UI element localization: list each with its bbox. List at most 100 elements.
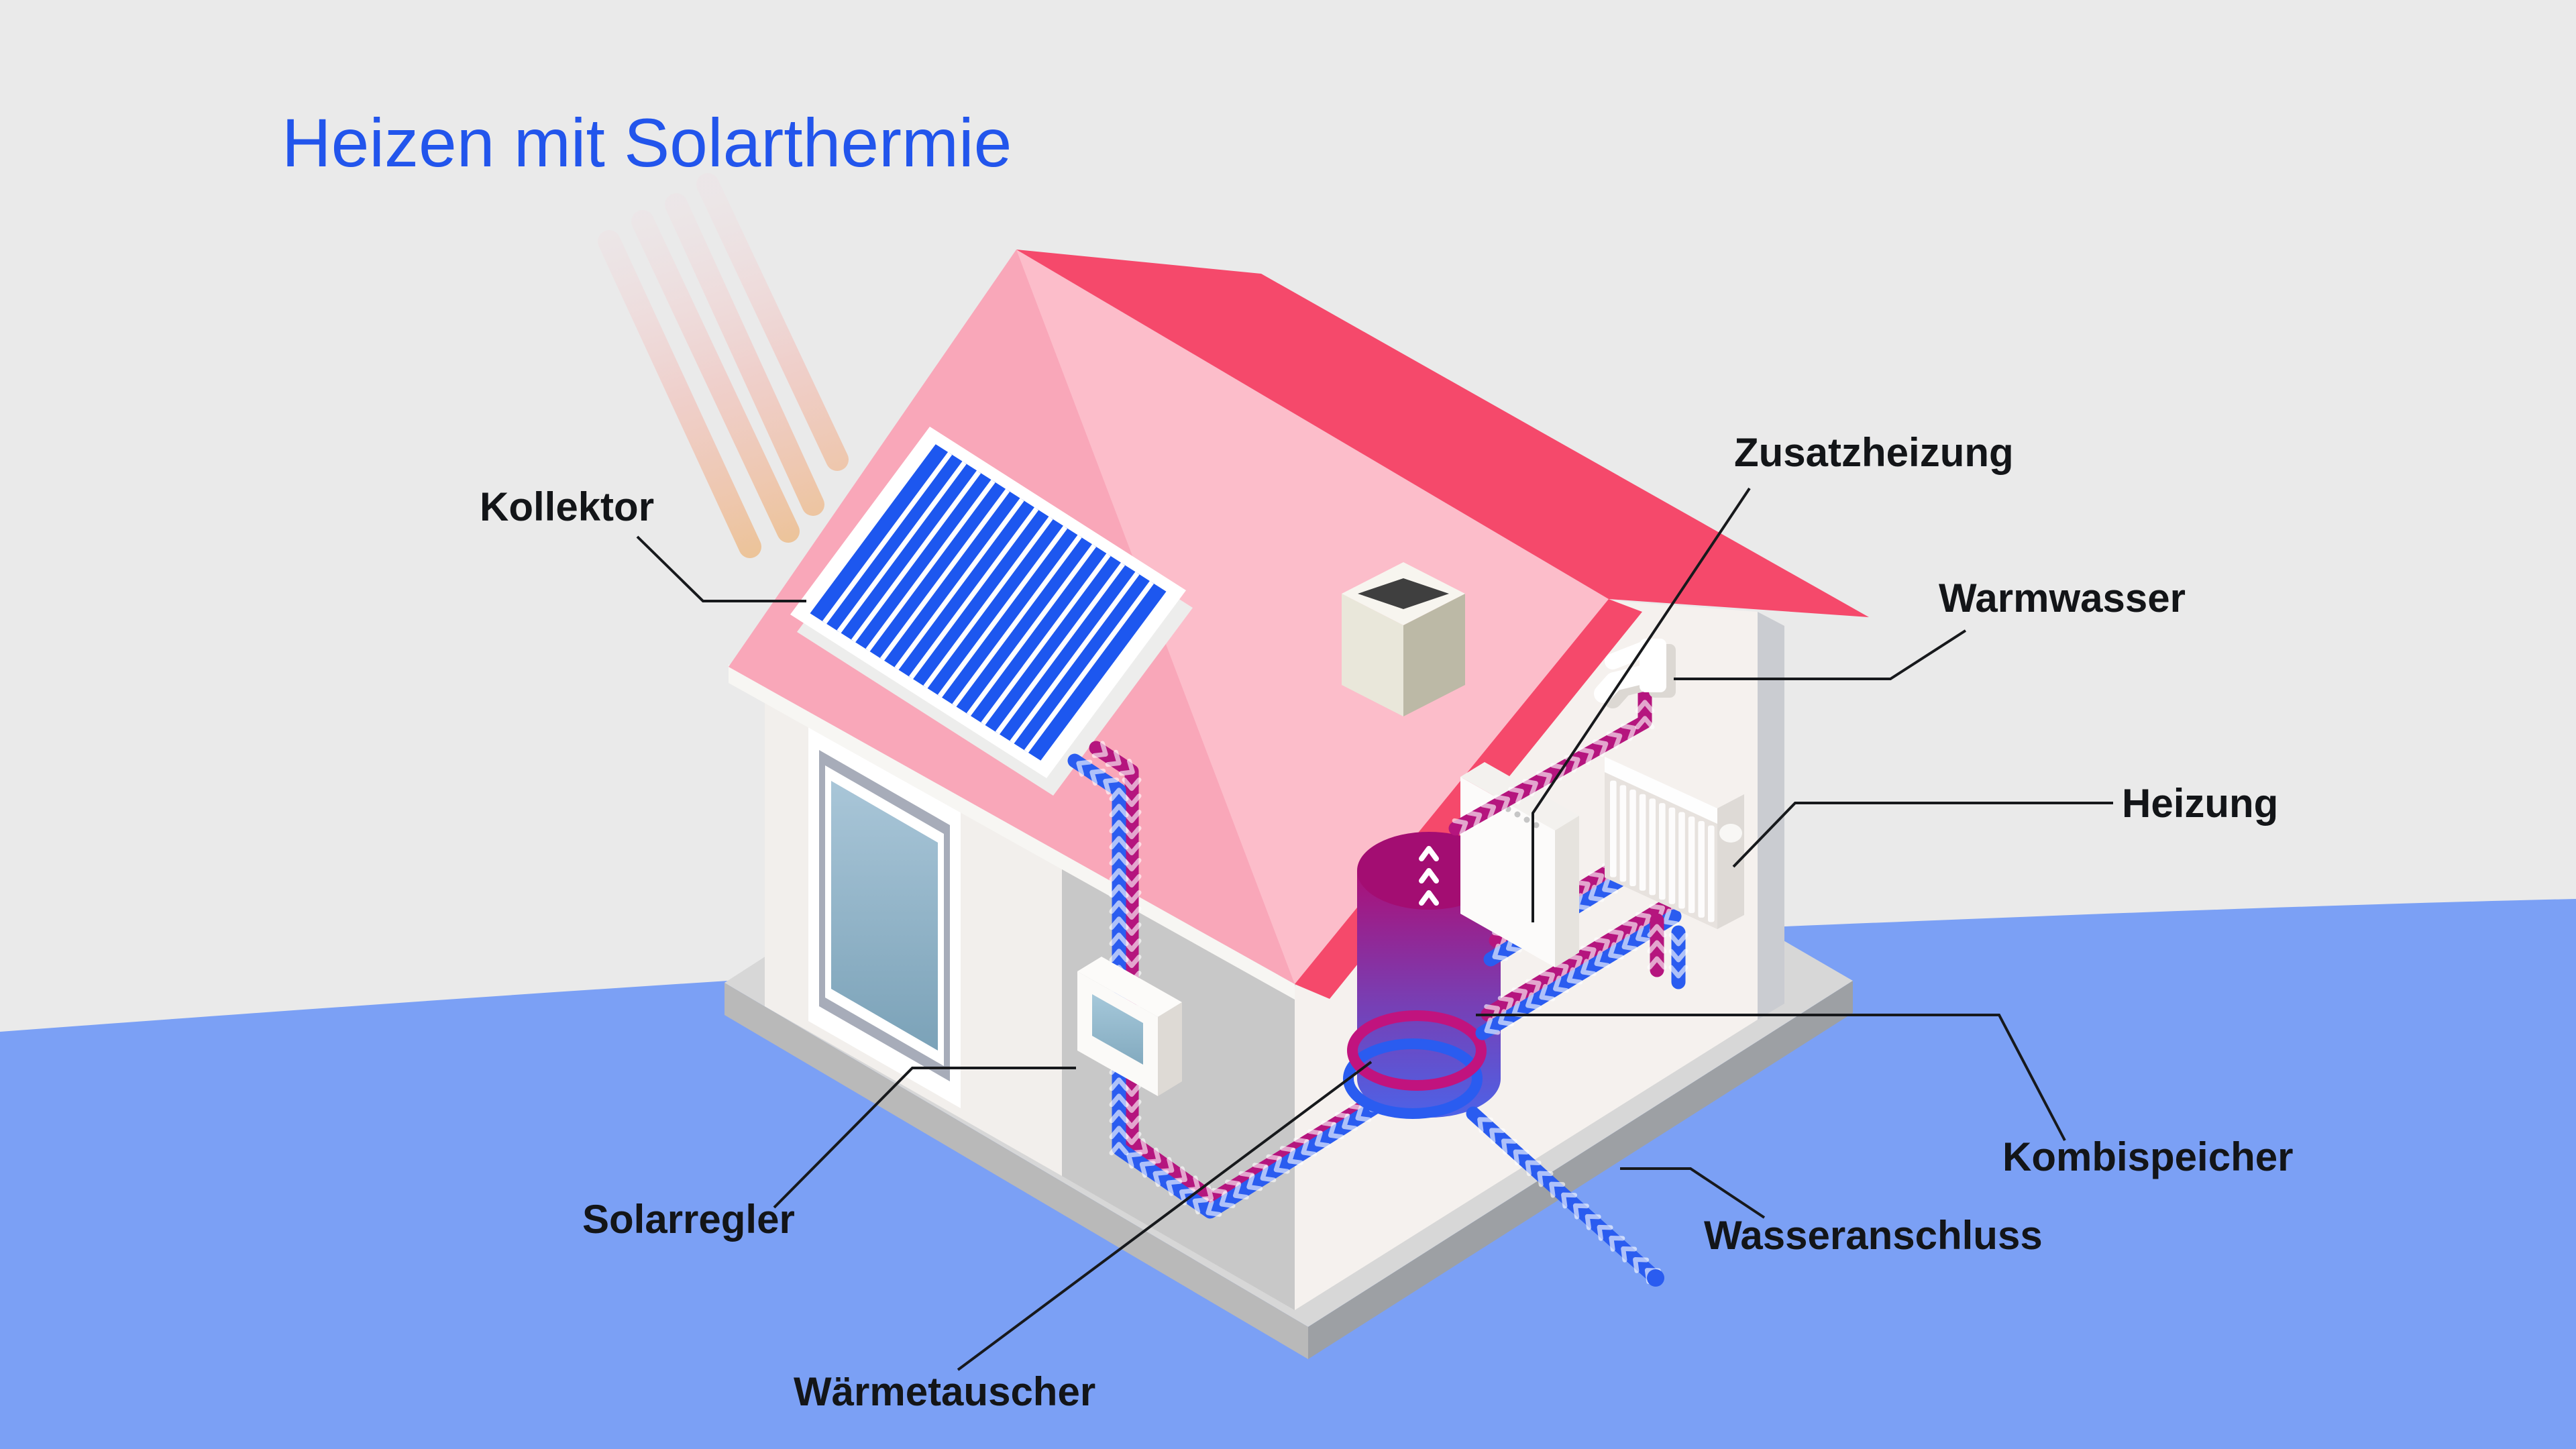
- roof-inner-plane: [1016, 250, 1609, 984]
- pipe-chevron: [1109, 788, 1129, 802]
- pipe-chevron: [1647, 924, 1667, 938]
- radiator: [1605, 757, 1744, 929]
- pipe-chevron: [1607, 928, 1624, 947]
- pipe-chevron: [1260, 1165, 1277, 1183]
- pipe-chevron: [1668, 965, 1688, 979]
- controller-screen: [1092, 994, 1143, 1065]
- pipe-chevron: [1609, 1235, 1625, 1252]
- faucet: [1594, 639, 1676, 708]
- pipe-chevron: [1109, 1077, 1129, 1091]
- solar-controller: [1077, 957, 1182, 1096]
- water-connection-pipe: [1466, 1106, 1664, 1287]
- pipe-chevron: [1192, 1197, 1209, 1215]
- panel-stripe: [851, 470, 981, 643]
- pipe-chevron: [1109, 836, 1129, 850]
- pipe-chevron: [1489, 1128, 1506, 1144]
- pipe-chevron: [1525, 979, 1542, 997]
- panel-stripe: [966, 543, 1097, 716]
- pipe-chevron: [1574, 879, 1591, 898]
- radiator-fin: [1708, 825, 1715, 922]
- panel-stripe: [952, 535, 1082, 707]
- chimney-left-face: [1342, 594, 1403, 716]
- roof-back-plane: [1016, 250, 1869, 617]
- panel-stripe: [879, 488, 1010, 661]
- pipe-chevron: [1566, 954, 1583, 971]
- pipe-chevron: [1668, 932, 1688, 947]
- pipe-chevron: [1109, 1093, 1129, 1108]
- pipe-chevron: [1525, 1160, 1542, 1177]
- pipe-chevron: [1513, 1149, 1529, 1166]
- panel-stripe: [894, 498, 1024, 670]
- pipe-chevron: [1109, 932, 1129, 947]
- pipe-chevron: [1633, 1257, 1650, 1273]
- pipe-chevron: [1552, 962, 1569, 980]
- radiator-fins: [1610, 780, 1715, 922]
- pipe-chevron: [1525, 992, 1542, 1010]
- pipe-chevron: [1578, 747, 1595, 765]
- pipe-chevron: [1594, 950, 1611, 968]
- sun-ray-3: [665, 193, 824, 516]
- label-kombispeicher: Kombispeicher: [2002, 1134, 2293, 1179]
- tank-flow-arrow: [1419, 868, 1439, 883]
- radiator-fin: [1649, 798, 1656, 896]
- panel-stripe: [865, 479, 996, 652]
- pipe-chevron: [1602, 876, 1618, 894]
- pipe-chevron: [1539, 983, 1556, 1002]
- sun-rays: [598, 173, 849, 558]
- pipe-arrows-tank-to-tap: [1452, 700, 1655, 837]
- pipe-arrows-radiator-stub-cold: [1668, 932, 1688, 979]
- leader-zusatzheizung: [1532, 487, 1751, 922]
- tank-flow-arrow: [1419, 846, 1439, 861]
- controller-top: [1077, 957, 1182, 1017]
- panel-stripe: [837, 461, 967, 633]
- pipe-chevron: [1328, 1122, 1344, 1140]
- window-glass: [831, 781, 938, 1051]
- pipe-chevron: [1166, 1179, 1183, 1196]
- pipe-chevron: [1621, 920, 1638, 938]
- pipe-chevron: [1109, 884, 1129, 898]
- heater-side: [1555, 816, 1579, 967]
- pipe-chevron: [1621, 933, 1638, 951]
- pipe-arrows-water-inlet: [1477, 1117, 1661, 1285]
- sun-ray-4: [696, 173, 849, 471]
- pipe-chevron: [1246, 1173, 1263, 1191]
- pipe-chevron: [1342, 1113, 1358, 1131]
- pipe-chevron: [1635, 700, 1655, 714]
- leader-warmwasser: [1674, 629, 1967, 680]
- panel-stripe: [822, 451, 953, 625]
- slab-side-left: [724, 983, 1308, 1359]
- pipe-chevron: [1647, 956, 1667, 970]
- pipe-chevron: [1635, 925, 1652, 943]
- pipe-chevron: [1484, 1017, 1501, 1035]
- pipe-chevron: [1109, 1142, 1129, 1156]
- leader-kombispeicher: [1476, 1014, 2066, 1141]
- pipe-chevron: [1126, 1151, 1143, 1169]
- label-warmwasser: Warmwasser: [1939, 576, 2186, 621]
- slab-side-right: [1308, 981, 1853, 1359]
- pipe-chevron: [1179, 1188, 1195, 1205]
- pipe-chevron: [1580, 959, 1597, 977]
- heater-indicator-dot: [1533, 822, 1540, 828]
- pipe-chevron: [1477, 1117, 1494, 1134]
- radiator-top-cap: [1605, 757, 1717, 824]
- pipe-chevron: [1497, 996, 1514, 1014]
- pipe-chevron: [1152, 1170, 1169, 1187]
- pipe-chevron: [1597, 1224, 1613, 1241]
- pipe-chevron: [1109, 804, 1129, 818]
- pipe-chevron: [1109, 868, 1129, 882]
- sun-ray-1: [598, 230, 761, 558]
- chimney: [1342, 562, 1465, 716]
- panel-stripe: [1024, 580, 1155, 753]
- radiator-fin: [1668, 807, 1676, 904]
- leader-solarregler: [773, 1067, 1076, 1209]
- leader-heizung: [1732, 802, 2113, 868]
- pipe-chevron: [1118, 759, 1135, 776]
- radiator-fin: [1610, 780, 1617, 877]
- pipe-chevron: [1139, 1161, 1156, 1178]
- pipe-chevron: [1663, 908, 1679, 926]
- leader-kollektor: [636, 535, 806, 602]
- pipe-chevron: [1109, 949, 1129, 963]
- pipe-chevron: [1301, 1139, 1318, 1157]
- heater-indicator-dot: [1523, 816, 1530, 823]
- panel-stripe: [908, 507, 1039, 680]
